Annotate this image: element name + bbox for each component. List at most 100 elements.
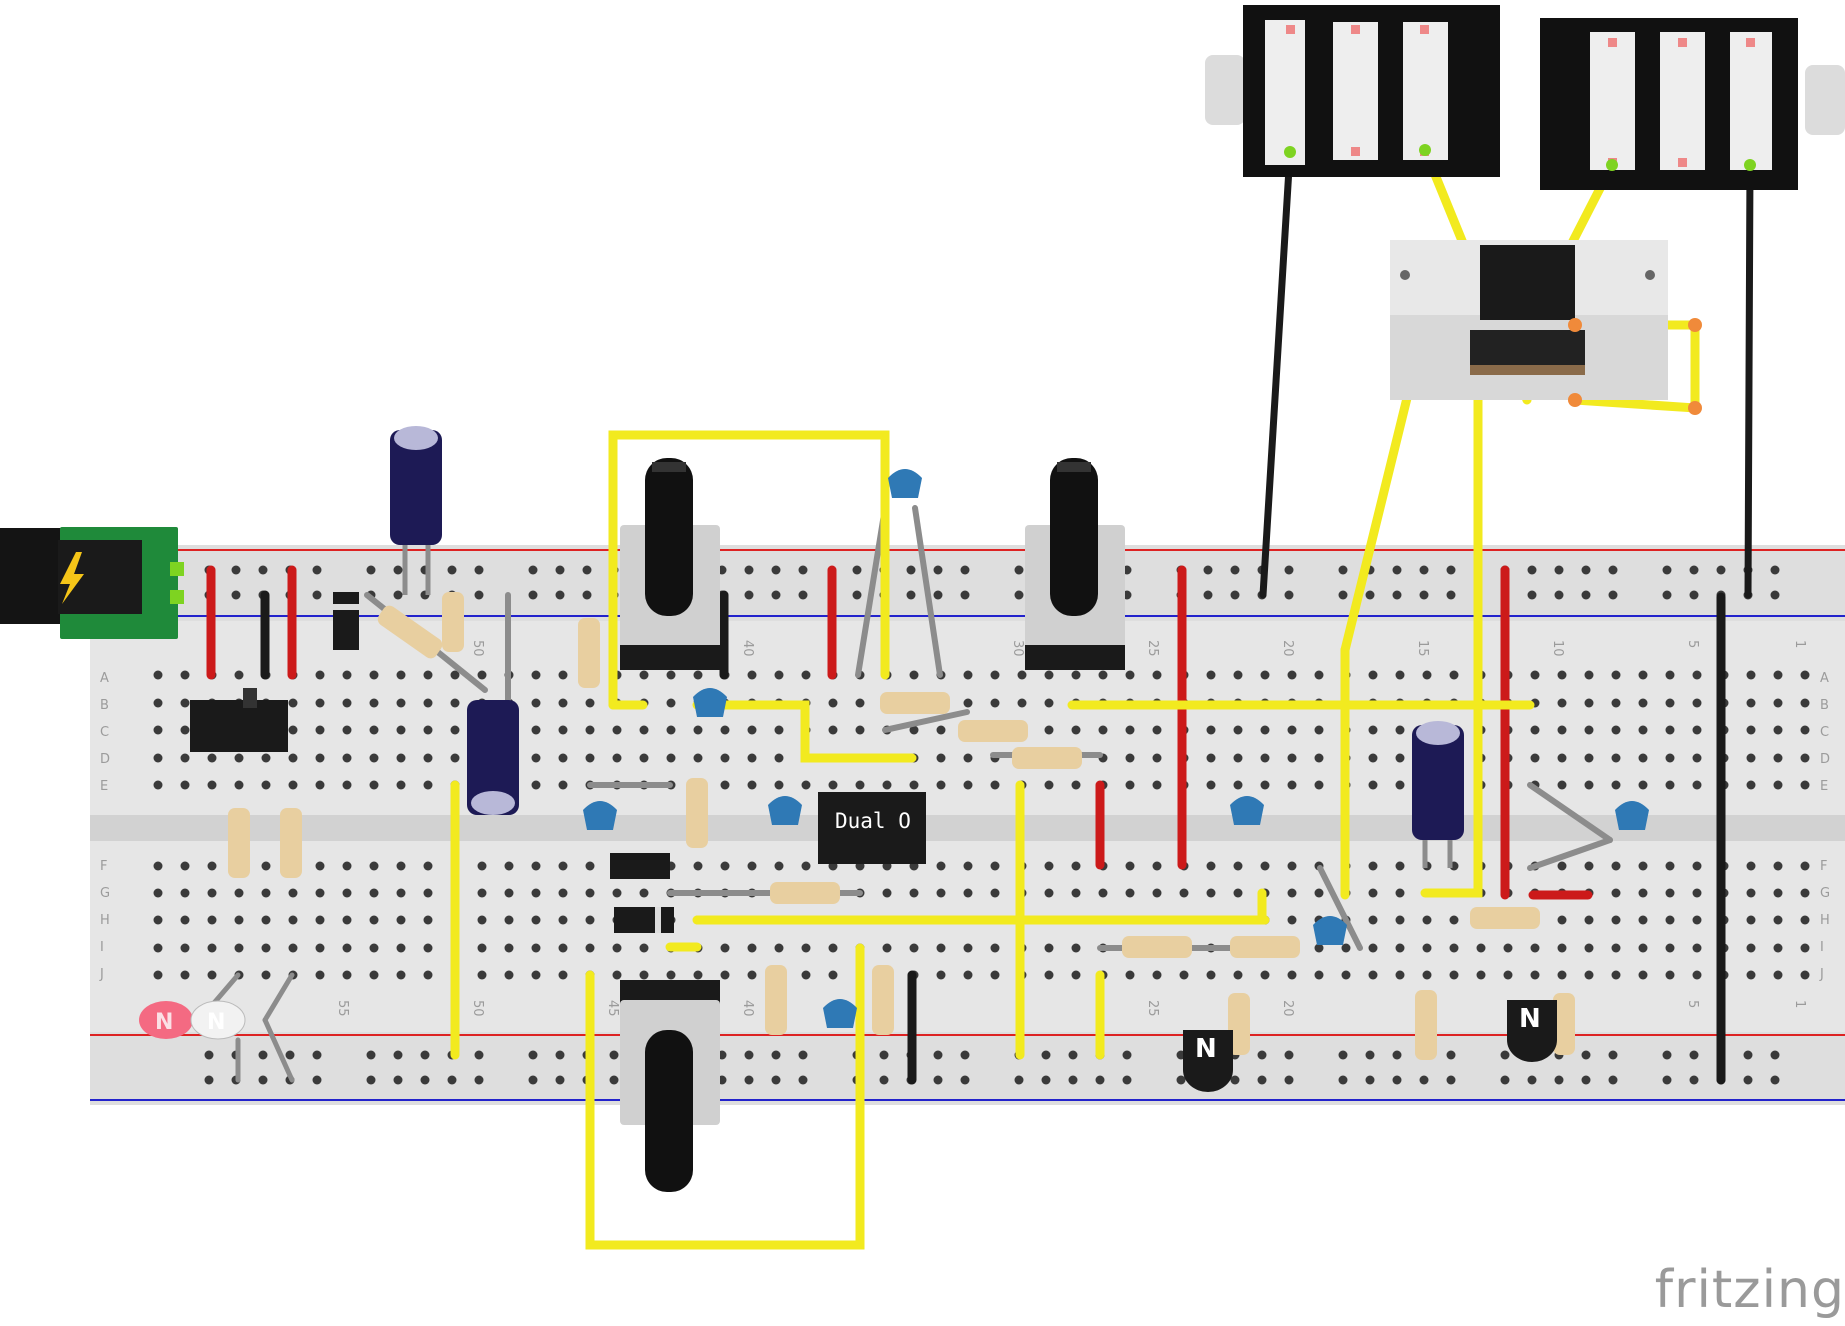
dual-opamp-ic[interactable]: Dual O (818, 792, 926, 864)
breadboard-hole (990, 970, 1000, 980)
breadboard-hole (1449, 970, 1459, 980)
rail-hole (744, 565, 754, 575)
breadboard-hole (1152, 970, 1162, 980)
led-red[interactable]: N (139, 1001, 193, 1039)
rail-hole (528, 1075, 538, 1085)
breadboard-hole (639, 970, 649, 980)
breadboard-hole (1692, 670, 1702, 680)
breadboard-hole (909, 943, 919, 953)
power-jack[interactable] (0, 527, 184, 639)
breadboard-hole (288, 725, 298, 735)
potentiometer-1[interactable] (620, 458, 720, 670)
breadboard-hole (1746, 670, 1756, 680)
breadboard-hole (261, 861, 271, 871)
breadboard-hole (1557, 725, 1567, 735)
breadboard-hole (1611, 888, 1621, 898)
breadboard-hole (234, 915, 244, 925)
electrolytic-capacitor[interactable] (390, 426, 442, 595)
breadboard-hole (1044, 725, 1054, 735)
breadboard-hole (1395, 888, 1405, 898)
breadboard-hole (1773, 670, 1783, 680)
rail-hole (1203, 590, 1213, 600)
breadboard-hole (936, 725, 946, 735)
breadboard-hole (1287, 861, 1297, 871)
audio-jack-left[interactable] (1205, 5, 1500, 177)
col-label-25: 25 (1145, 640, 1160, 657)
breadboard-hole (369, 861, 379, 871)
breadboard-hole (1584, 753, 1594, 763)
breadboard-hole (1800, 753, 1810, 763)
breadboard-hole (1044, 861, 1054, 871)
rail-hole (474, 565, 484, 575)
breadboard-hole (639, 943, 649, 953)
breadboard-hole (1368, 670, 1378, 680)
breadboard-hole (531, 915, 541, 925)
transistor[interactable]: N (1183, 1030, 1233, 1092)
breadboard-hole (423, 861, 433, 871)
breadboard-hole (1071, 888, 1081, 898)
rail-hole (1743, 1050, 1753, 1060)
breadboard-hole (1287, 915, 1297, 925)
row-label-h-right: H (1820, 913, 1830, 928)
diodes[interactable] (333, 592, 674, 933)
breadboard-hole (1287, 725, 1297, 735)
led-clear[interactable]: N (190, 1000, 246, 1040)
row-label-d: D (100, 752, 110, 767)
rail-hole (1203, 565, 1213, 575)
breadboard-hole (774, 861, 784, 871)
breadboard-hole (774, 780, 784, 790)
breadboard-hole (1206, 670, 1216, 680)
breadboard-hole (1746, 698, 1756, 708)
breadboard-hole (585, 915, 595, 925)
breadboard-hole (585, 943, 595, 953)
fritzing-logo: fritzing (1654, 1260, 1845, 1320)
slide-switch[interactable] (190, 688, 288, 752)
breadboard-hole (990, 943, 1000, 953)
rail-hole (1338, 565, 1348, 575)
breadboard-hole (1557, 780, 1567, 790)
breadboard-hole (1692, 970, 1702, 980)
breadboard-hole (396, 670, 406, 680)
breadboard-hole (423, 970, 433, 980)
row-label-a-right: A (1820, 671, 1829, 686)
ceramic-capacitors[interactable] (583, 469, 1649, 1028)
rail-hole (204, 1075, 214, 1085)
breadboard-hole (207, 970, 217, 980)
breadboard-hole (477, 943, 487, 953)
breadboard-hole (423, 670, 433, 680)
breadboard-hole (450, 698, 460, 708)
rail-hole (1095, 1075, 1105, 1085)
rail-hole (1608, 590, 1618, 600)
breadboard-hole (1179, 888, 1189, 898)
rail-hole (1392, 1050, 1402, 1060)
breadboard-hole (1746, 753, 1756, 763)
transistor[interactable]: N (1507, 1000, 1557, 1062)
breadboard-hole (153, 725, 163, 735)
breadboard-hole (936, 780, 946, 790)
resistors[interactable] (228, 592, 1575, 1060)
breadboard-hole (396, 725, 406, 735)
footswitch[interactable] (1390, 240, 1702, 415)
breadboard-hole (1692, 861, 1702, 871)
breadboard-hole (1611, 698, 1621, 708)
ic-label: Dual O (835, 809, 911, 833)
breadboard-hole (1476, 943, 1486, 953)
breadboard-hole (963, 943, 973, 953)
rail-hole (474, 1050, 484, 1060)
potentiometer-2[interactable] (1025, 458, 1125, 670)
breadboard-hole (1395, 943, 1405, 953)
electrolytic-capacitor[interactable] (467, 700, 519, 815)
breadboard-hole (1314, 943, 1324, 953)
col-label-30: 30 (1010, 640, 1025, 657)
breadboard-hole (1179, 970, 1189, 980)
breadboard-hole (1260, 725, 1270, 735)
breadboard-hole (207, 888, 217, 898)
electrolytic-capacitor[interactable] (1412, 721, 1464, 868)
rail-hole (1689, 590, 1699, 600)
audio-jack-right[interactable] (1540, 18, 1845, 190)
breadboard-hole (369, 698, 379, 708)
breadboard-hole (531, 670, 541, 680)
potentiometer-3[interactable] (620, 980, 720, 1192)
breadboard-hole (234, 753, 244, 763)
rail-hole (555, 1075, 565, 1085)
